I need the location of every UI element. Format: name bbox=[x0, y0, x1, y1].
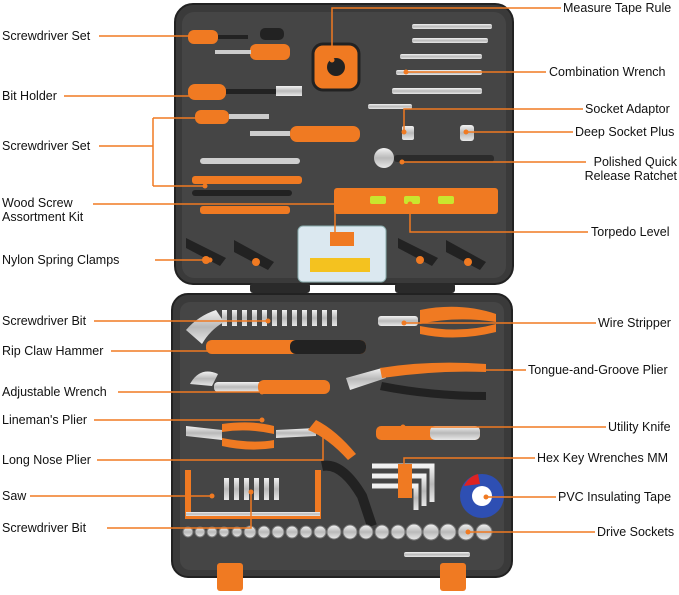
label-combination-wrench: Combination Wrench bbox=[549, 65, 666, 79]
screwdriver-bits-bottom-illus bbox=[224, 478, 279, 500]
case-latch-left bbox=[217, 563, 243, 591]
torpedo-level-illus bbox=[334, 188, 498, 214]
label-measure-tape-rule: Measure Tape Rule bbox=[563, 1, 672, 15]
drive-sockets-illus bbox=[182, 523, 493, 541]
label-drive-sockets: Drive Sockets bbox=[597, 525, 675, 539]
label-adjustable-wrench: Adjustable Wrench bbox=[2, 385, 107, 399]
label-screwdriver-bit-bottom: Screwdriver Bit bbox=[2, 521, 87, 535]
label-linemans-plier: Lineman's Plier bbox=[2, 413, 88, 427]
label-screwdriver-set-top: Screwdriver Set bbox=[2, 29, 91, 43]
spring-clamps-illus bbox=[186, 238, 486, 270]
leader-dots bbox=[197, 33, 489, 535]
saw-illus bbox=[185, 460, 377, 528]
leader-lines bbox=[30, 7, 606, 533]
hex-keys-illus bbox=[372, 463, 435, 510]
label-tongue-groove-plier: Tongue-and-Groove Plier bbox=[528, 363, 668, 377]
utility-knife-illus bbox=[376, 426, 480, 440]
wood-screw-kit-illus bbox=[297, 225, 387, 283]
measure-tape-illus bbox=[311, 42, 361, 92]
label-hex-key-wrenches: Hex Key Wrenches MM bbox=[537, 451, 669, 465]
socket-accessories-illus bbox=[368, 104, 494, 168]
label-ratchet: Polished Quick Release Ratchet bbox=[584, 155, 677, 183]
screwdriver-set-top-illus bbox=[188, 28, 290, 60]
screwdriver-set-middle-illus bbox=[192, 110, 360, 214]
screwdriver-bits-top-illus bbox=[222, 310, 337, 326]
label-socket-adaptor: Socket Adaptor bbox=[585, 102, 670, 116]
label-saw: Saw bbox=[2, 489, 27, 503]
label-utility-knife: Utility Knife bbox=[608, 420, 671, 434]
adjustable-wrench-illus bbox=[190, 371, 330, 394]
label-deep-socket-plus: Deep Socket Plus bbox=[575, 125, 675, 139]
label-wire-stripper: Wire Stripper bbox=[598, 316, 671, 330]
pliers-illus bbox=[186, 420, 356, 460]
label-torpedo-level: Torpedo Level bbox=[591, 225, 670, 239]
label-pvc-tape: PVC Insulating Tape bbox=[558, 490, 672, 504]
pvc-tape-illus bbox=[460, 474, 504, 518]
label-screwdriver-set-middle: Screwdriver Set bbox=[2, 139, 91, 153]
case-latch-right bbox=[440, 563, 466, 591]
label-bit-holder: Bit Holder bbox=[2, 89, 57, 103]
label-rip-claw-hammer: Rip Claw Hammer bbox=[2, 344, 104, 358]
label-long-nose-plier: Long Nose Plier bbox=[2, 453, 91, 467]
label-wood-screw-kit: Wood Screw Assortment Kit bbox=[2, 196, 84, 224]
label-nylon-spring-clamps: Nylon Spring Clamps bbox=[2, 253, 120, 267]
label-screwdriver-bit-top: Screwdriver Bit bbox=[2, 314, 87, 328]
